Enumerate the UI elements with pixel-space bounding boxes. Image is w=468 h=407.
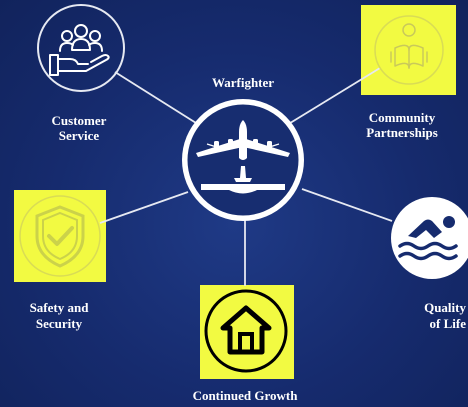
safety-label-line2: Security [35,316,83,331]
center-label: Warfighter [211,75,275,90]
customer-label-line1: Customer [51,113,107,128]
quality-label-line1: Quality [424,300,466,315]
connector-quality [301,188,393,222]
person-reading-book-icon [374,15,444,85]
safety-label-line1: Safety and [29,300,89,315]
community-label-line2: Partnerships [366,125,438,140]
customer-label-line2: Service [58,128,100,143]
swimmer-icon [391,197,468,279]
connector-customer [114,71,205,129]
shield-check-icon [19,195,101,277]
growth-label: Continued Growth [192,388,298,403]
quality-label-line2: of Life [429,316,466,331]
connector-safety [99,191,189,224]
house-icon [204,289,288,373]
community-label-line1: Community [368,110,436,125]
aircraft-carrier-icon [182,99,304,221]
connector-community [281,67,381,129]
hand-holding-people-icon [37,4,125,92]
